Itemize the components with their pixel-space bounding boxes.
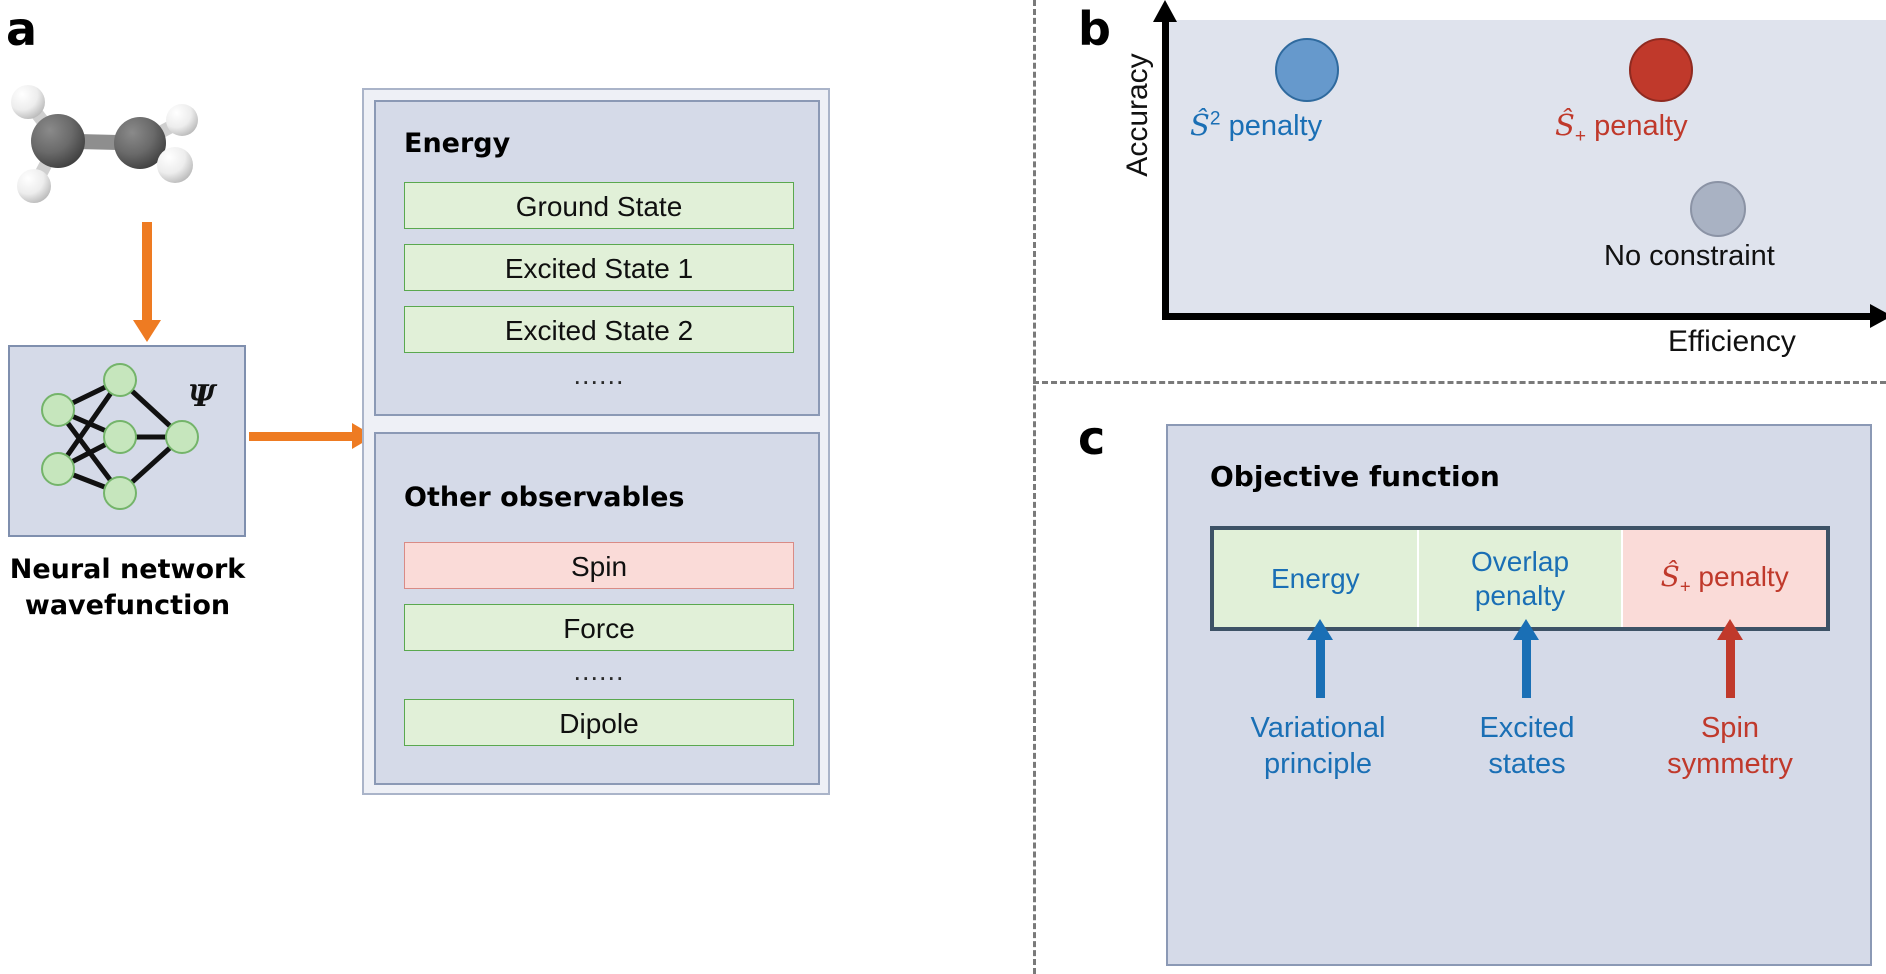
network-node-output: [165, 420, 199, 454]
panel-label-a: a: [6, 2, 38, 56]
caption-spin-line-2: symmetry: [1667, 748, 1793, 781]
network-node-hidden-1: [103, 363, 137, 397]
energy-ellipsis: ......: [573, 360, 625, 390]
s2-penalty-text: penalty: [1220, 110, 1323, 142]
observable-item-dipole[interactable]: Dipole: [404, 699, 794, 746]
bubble-s2-penalty[interactable]: [1275, 38, 1339, 102]
other-observables-group: Other observables Spin Force ...... Dipo…: [374, 432, 820, 785]
splus-subscript-c: +: [1679, 575, 1691, 597]
network-node-hidden-2: [103, 420, 137, 454]
caption-excited-line-1: Excited: [1479, 712, 1575, 744]
caption-line-1: Neural network: [9, 554, 246, 585]
neural-network-caption: Neural network wavefunction: [0, 552, 255, 623]
objective-function-box: Objective function Energy Overlap penalt…: [1166, 424, 1872, 966]
psi-label: Ψ: [188, 379, 216, 414]
s-hat-symbol-plus: Ŝ: [1555, 108, 1575, 142]
bubble-label-no-constraint: No constraint: [1604, 240, 1775, 272]
arrow-variational-principle: [1307, 619, 1333, 698]
objective-term-overlap-penalty[interactable]: Overlap penalty: [1418, 530, 1624, 627]
arrow-spin-symmetry: [1717, 619, 1743, 698]
objective-term-energy[interactable]: Energy: [1214, 530, 1419, 627]
caption-variational-line-2: principle: [1264, 748, 1372, 781]
caption-variational-line-1: Variational: [1250, 712, 1386, 744]
neural-network-box: Ψ: [8, 345, 246, 537]
caption-spin-symmetry: Spin symmetry: [1604, 710, 1856, 783]
accuracy-axis-label: Accuracy: [1121, 53, 1154, 177]
bubble-label-s2-penalty: Ŝ2 penalty: [1190, 108, 1322, 143]
panel-label-b: b: [1078, 2, 1111, 56]
overlap-line-2: penalty: [1474, 579, 1566, 611]
observable-item-spin[interactable]: Spin: [404, 542, 794, 589]
caption-variational-principle: Variational principle: [1190, 710, 1446, 783]
objective-terms-row: Energy Overlap penalty Ŝ+ penalty: [1210, 526, 1830, 631]
splus-subscript: +: [1574, 125, 1587, 147]
s-hat-symbol-plus-c: Ŝ: [1660, 559, 1680, 593]
observable-item-force[interactable]: Force: [404, 604, 794, 651]
arrow-excited-states: [1513, 619, 1539, 698]
energy-group: Energy Ground State Excited State 1 Exci…: [374, 100, 820, 416]
energy-item-excited-state-1[interactable]: Excited State 1: [404, 244, 794, 291]
observables-ellipsis: ......: [573, 656, 625, 686]
accuracy-axis: [1153, 0, 1177, 320]
network-node-hidden-3: [103, 476, 137, 510]
outputs-container: Energy Ground State Excited State 1 Exci…: [362, 88, 830, 795]
panel-label-c: c: [1078, 411, 1106, 465]
caption-spin-line-1: Spin: [1700, 712, 1760, 744]
energy-item-ground-state[interactable]: Ground State: [404, 182, 794, 229]
efficiency-axis-label: Efficiency: [1668, 325, 1796, 358]
caption-excited-states: Excited states: [1408, 710, 1646, 783]
bubble-no-constraint[interactable]: [1690, 181, 1746, 237]
splus-penalty-text-c: penalty: [1690, 560, 1789, 592]
arrow-down-to-network: [133, 222, 161, 342]
horizontal-divider: [1033, 381, 1886, 384]
s2-exponent: 2: [1209, 108, 1221, 130]
arrow-right-to-outputs: [249, 423, 374, 449]
other-observables-title: Other observables: [404, 482, 685, 513]
ethylene-molecule-icon: [10, 75, 250, 220]
caption-line-2: wavefunction: [24, 589, 231, 621]
efficiency-axis: [1162, 304, 1886, 328]
overlap-line-1: Overlap: [1470, 545, 1570, 577]
bubble-splus-penalty[interactable]: [1629, 38, 1693, 102]
energy-group-title: Energy: [404, 128, 511, 159]
vertical-divider: [1033, 0, 1036, 974]
objective-term-splus-penalty[interactable]: Ŝ+ penalty: [1623, 530, 1827, 627]
objective-function-title: Objective function: [1210, 460, 1500, 493]
network-node-input-2: [41, 452, 75, 486]
s-hat-symbol-squared: Ŝ: [1190, 108, 1210, 142]
splus-penalty-text: penalty: [1586, 110, 1688, 142]
accuracy-axis-label-wrap: Accuracy: [1118, 30, 1158, 200]
caption-excited-line-2: states: [1488, 748, 1566, 781]
bubble-label-splus-penalty: Ŝ+ penalty: [1555, 108, 1688, 148]
energy-item-excited-state-2[interactable]: Excited State 2: [404, 306, 794, 353]
molecule-svg: [11, 85, 198, 203]
network-node-input-1: [41, 393, 75, 427]
